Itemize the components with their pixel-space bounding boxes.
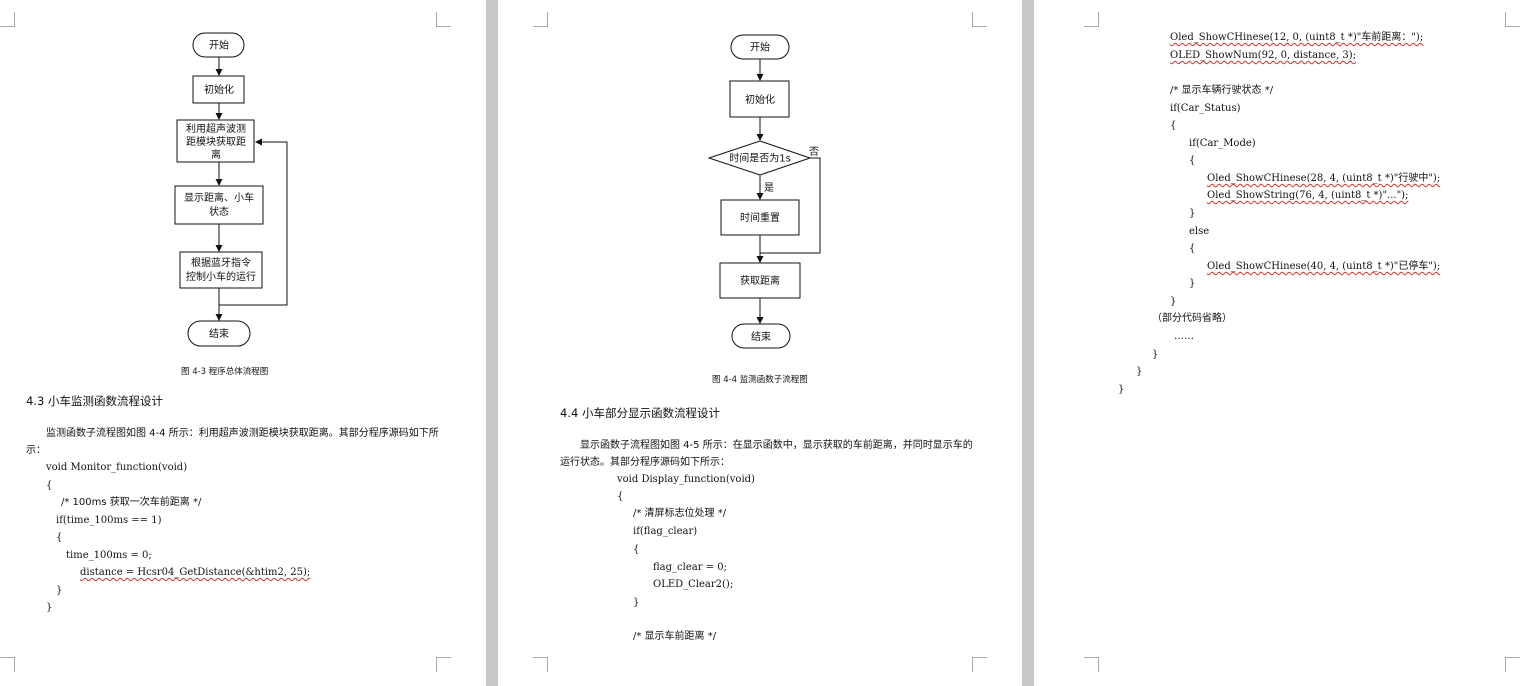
code-line: if(flag_clear) [633, 526, 698, 537]
end-terminal [731, 323, 791, 349]
crop-mark [972, 657, 987, 672]
crop-mark [0, 12, 15, 27]
start-label: 开始 [209, 39, 229, 52]
no-label: 否 [809, 146, 819, 158]
ultrasonic-box [176, 119, 255, 163]
figure-caption: 图 4-4 监测函数子流程图 [712, 375, 808, 385]
ultrasonic-label-3: 离 [211, 148, 221, 161]
code-line: } [633, 597, 640, 608]
code-line: void Monitor_function(void) [46, 462, 188, 473]
crop-mark [436, 12, 451, 27]
reset-label: 时间重置 [740, 211, 780, 224]
crop-mark [1505, 657, 1520, 672]
code-line: } [1189, 278, 1196, 289]
code-line: OLED_Clear2(); [653, 579, 734, 590]
init-box [729, 80, 790, 118]
code-line: { [46, 480, 53, 491]
code-line: } [1118, 384, 1125, 395]
section-heading: 4.4 小车部分显示函数流程设计 [560, 406, 720, 420]
paragraph: 显示函数子流程图如图 4-5 所示：在显示函数中，显示获取的车前距离，并同时显示… [560, 440, 973, 468]
end-label: 结束 [751, 330, 771, 343]
end-terminal [187, 320, 251, 347]
bluetooth-label-1: 根据蓝牙指令 [191, 256, 251, 269]
monitor-flowchart: 开始 初始化 时间是否为1s 否 是 时间重置 获取距离 结束 [707, 34, 821, 349]
figure-caption: 图 4-3 程序总体流程图 [181, 367, 269, 377]
crop-mark [1084, 657, 1099, 672]
code-line: time_100ms = 0; [66, 550, 152, 561]
display-box [174, 185, 264, 225]
crop-mark [1084, 12, 1099, 27]
crop-mark [1505, 12, 1520, 27]
init-box [192, 75, 245, 104]
code-line: else [1189, 226, 1210, 237]
code-note: （部分代码省略） [1152, 313, 1232, 324]
document-page-3: Oled_ShowCHinese(12, 0, (uint8_t *)"车前距离… [1034, 0, 1533, 686]
code-line: if(Car_Status) [1170, 103, 1241, 114]
code-line: Oled_ShowString(76, 4, (uint8_t *)"...")… [1207, 190, 1409, 201]
code-line: if(Car_Mode) [1189, 138, 1256, 149]
code-line: { [1189, 243, 1196, 254]
display-label-2: 状态 [209, 205, 229, 218]
code-line: { [1189, 155, 1196, 166]
code-comment: /* 显示车前距离 */ [633, 631, 717, 642]
code-line: } [1136, 366, 1143, 377]
document-page-1: 开始 初始化 利用超声波测 距模块获取距 离 显示距离、小车 状态 根据蓝牙指令… [0, 0, 486, 686]
crop-mark [0, 657, 15, 672]
bluetooth-box [179, 251, 263, 289]
code-line: } [1189, 208, 1196, 219]
code-line: if(time_100ms == 1) [56, 515, 162, 526]
code-line: void Display_function(void) [617, 474, 755, 485]
paragraph: 监测函数子流程图如图 4-4 所示：利用超声波测距模块获取距离。其部分程序源码如… [26, 428, 439, 456]
code-comment: /* 显示车辆行驶状态 */ [1170, 85, 1274, 96]
start-label: 开始 [750, 41, 770, 54]
code-line: { [1170, 120, 1177, 131]
reset-box [720, 199, 800, 236]
yes-label: 是 [764, 182, 774, 194]
program-flowchart: 开始 初始化 利用超声波测 距模块获取距 离 显示距离、小车 状态 根据蓝牙指令… [174, 32, 288, 347]
code-line: } [1170, 296, 1177, 307]
ultrasonic-label-1: 利用超声波测 [186, 122, 246, 135]
code-line: OLED_ShowNum(92, 0, distance, 3); [1170, 50, 1357, 61]
code-line: Oled_ShowCHinese(40, 4, (uint8_t *)"已停车"… [1207, 261, 1441, 272]
ultrasonic-label-2: 距模块获取距 [186, 136, 246, 148]
init-label: 初始化 [204, 83, 234, 96]
code-line: } [56, 585, 63, 596]
bluetooth-label-2: 控制小车的运行 [186, 270, 256, 283]
display-label-1: 显示距离、小车 [184, 191, 254, 204]
code-line: flag_clear = 0; [653, 562, 727, 573]
crop-mark [533, 12, 548, 27]
crop-mark [436, 657, 451, 672]
get-distance-label: 获取距离 [740, 274, 780, 287]
end-label: 结束 [209, 327, 229, 340]
code-line: { [617, 491, 624, 502]
crop-mark [972, 12, 987, 27]
code-line: { [633, 544, 640, 555]
code-comment: /* 100ms 获取一次车前距离 */ [61, 497, 202, 508]
code-line: Oled_ShowCHinese(28, 4, (uint8_t *)"行驶中"… [1207, 173, 1441, 184]
no-branch-line [760, 157, 821, 254]
document-page-2: 开始 初始化 时间是否为1s 否 是 时间重置 获取距离 结束 图 4-4 监测… [498, 0, 1022, 686]
code-ellipsis: …… [1174, 331, 1194, 342]
code-line: { [56, 532, 63, 543]
code-line: } [46, 602, 53, 613]
loop-back-arrow [218, 138, 288, 306]
code-comment: /* 清屏标志位处理 */ [633, 508, 727, 519]
code-line: Oled_ShowCHinese(12, 0, (uint8_t *)"车前距离… [1170, 32, 1424, 43]
crop-mark [533, 657, 548, 672]
code-line: distance = Hcsr04_GetDistance(&htim2, 25… [80, 567, 311, 578]
section-heading: 4.3 小车监测函数流程设计 [26, 394, 163, 408]
decision-label: 时间是否为1s [729, 152, 791, 165]
code-line: } [1152, 349, 1159, 360]
init-label: 初始化 [745, 93, 775, 106]
